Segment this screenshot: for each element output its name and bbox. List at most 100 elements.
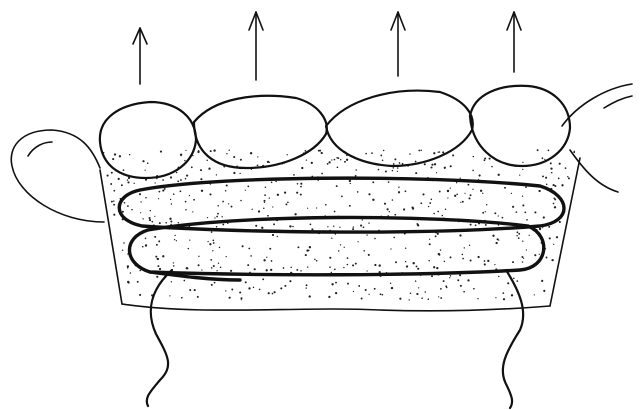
stipple-dot [360,225,362,227]
stipple-dot [338,157,340,159]
stipple-dot [542,175,544,177]
stipple-dot [333,226,334,227]
stipple-dot [253,287,254,288]
stipple-dot [395,261,397,263]
stipple-dot [418,287,419,288]
stipple-dot [214,282,216,284]
stipple-dot [539,228,541,230]
stipple-dot [169,218,171,220]
stipple-dot [306,287,307,288]
stipple-dot [245,281,247,283]
stipple-dot [162,255,164,257]
stipple-dot [296,192,298,194]
stipple-dot [470,194,472,196]
stipple-dot [346,159,348,161]
stipple-dot [233,156,235,158]
stipple-dot [329,257,331,259]
stipple-dot [159,222,161,224]
stipple-dot [158,191,160,193]
stipple-dot [454,195,456,197]
stipple-dot [266,257,267,258]
stipple-dot [516,280,518,282]
stipple-dot [180,179,182,181]
stipple-dot [328,296,330,298]
stipple-dot [522,241,523,242]
stipple-dot [435,235,437,237]
stipple-dot [409,153,410,154]
stipple-dot [233,172,235,174]
stipple-dot [305,254,307,256]
stipple-dot [255,225,257,227]
stipple-dot [484,159,486,161]
stipple-dot [495,242,497,244]
stipple-dot [331,283,333,285]
arrow-4 [507,12,521,72]
stipple-dot [460,177,461,178]
stipple-dot [145,238,147,240]
stipple-dot [507,282,509,284]
stipple-dot [470,259,472,261]
stipple-dot [209,193,211,195]
stipple-dot [162,190,164,192]
stipple-dot [263,200,265,202]
stipple-dot [472,189,473,190]
stipple-dot [456,182,457,183]
stipple-dot [248,248,250,250]
stipple-dot [151,221,153,223]
stipple-dot [484,158,486,160]
stipple-dot [228,203,229,204]
stipple-dot [159,268,161,270]
stipple-dot [450,275,451,276]
stipple-dot [361,298,363,300]
stipple-dot [272,234,274,236]
stipple-dot [485,211,486,212]
stipple-dot [343,267,344,268]
stipple-dot [371,152,373,154]
stipple-dot [504,187,506,189]
stipple-dot [480,190,482,192]
stipple-dot [294,213,296,215]
stipple-dot [113,200,114,201]
stipple-dot [198,264,200,266]
stipple-dot [368,294,369,295]
stipple-dot [403,208,405,210]
stipple-dot [415,161,417,163]
stipple-dot [553,197,555,199]
stipple-dot [473,156,475,158]
stipple-dot [107,175,109,177]
stipple-dot [516,235,517,236]
stipple-dot [113,214,115,216]
stipple-dot [545,177,547,179]
stipple-dot [498,276,499,277]
stipple-dot [437,233,439,235]
stipple-dot [374,264,376,266]
stipple-dot [306,159,307,160]
stipple-dot [495,297,496,298]
stipple-dot [174,239,175,240]
stipple-dot [264,202,265,203]
stipple-dot [484,260,486,262]
stipple-dot [268,292,270,294]
stipple-dot [399,162,401,164]
stipple-dot [283,267,285,269]
stipple-dot [349,205,351,207]
stipple-dot [191,166,193,168]
stipple-dot [277,194,279,196]
stipple-dot [393,163,395,165]
stipple-dot [127,179,128,180]
stipple-dot [222,216,223,217]
stipple-dot [405,247,406,248]
stipple-dot [559,221,561,223]
stipple-dot [503,298,505,300]
stipple-dot [226,256,227,257]
stipple-dot [522,261,524,263]
stipple-dot [209,243,211,245]
stipple-dot [198,256,199,257]
stipple-dot [259,289,261,291]
stipple-dot [502,292,504,294]
arrow-3 [391,12,405,76]
stipple-dot [492,235,494,237]
stipple-dot [491,166,493,168]
stipple-dot [142,218,143,219]
stipple-dot [297,246,299,248]
